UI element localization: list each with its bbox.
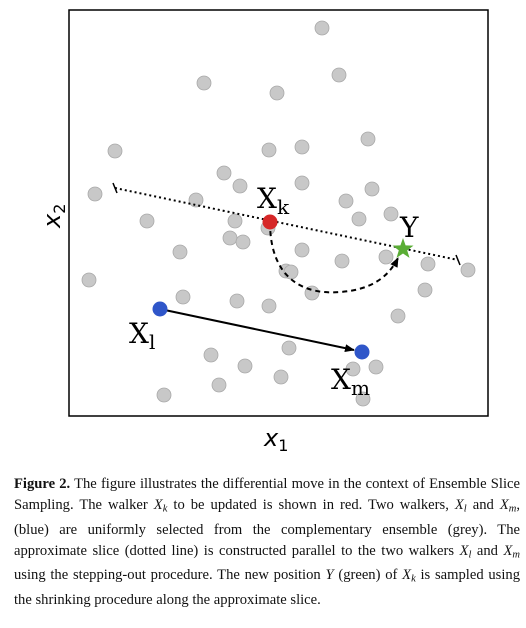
caption-text: and	[471, 542, 504, 559]
caption-label: Figure 2.	[14, 476, 71, 492]
caption-math-sub: l	[463, 503, 467, 515]
grey-walker	[203, 347, 219, 363]
grey-walker	[107, 143, 123, 159]
grey-walker	[261, 298, 277, 314]
caption-text: , (blue) are uniformly selected from the…	[14, 497, 520, 559]
plot-frame	[68, 9, 489, 417]
grey-walker	[216, 165, 232, 181]
caption-math-sub: k	[162, 503, 168, 515]
approximate-slice	[114, 187, 459, 261]
caption-text: is sampled using the shrinking procedure…	[14, 567, 520, 608]
grey-walker	[364, 181, 380, 197]
grey-walker	[334, 253, 350, 269]
grey-walker	[211, 377, 227, 393]
grey-walker	[378, 249, 394, 265]
grey-walker	[294, 242, 310, 258]
grey-walker	[390, 308, 406, 324]
grey-walker	[232, 178, 248, 194]
grey-walker	[273, 369, 289, 385]
grey-walker	[196, 75, 212, 91]
caption-text: using the stepping-out procedure. The ne…	[14, 567, 326, 584]
grey-walker	[188, 192, 204, 208]
grey-walker	[420, 256, 436, 272]
caption-text: (green) of	[333, 567, 403, 584]
caption-text: to be updated is shown in red. Two walke…	[167, 497, 455, 513]
grey-walker	[294, 175, 310, 191]
walker-xk	[262, 214, 278, 230]
label-y: Y	[399, 211, 419, 244]
grey-walker	[283, 264, 299, 280]
grey-walker	[269, 85, 285, 101]
grey-walker	[314, 20, 330, 36]
caption-math: X	[454, 497, 464, 513]
grey-walker	[229, 293, 245, 309]
grey-walker	[294, 139, 310, 155]
new-position-y-star	[392, 238, 414, 258]
grey-walker	[172, 244, 188, 260]
grey-walker	[345, 361, 361, 377]
complementary-ensemble	[81, 20, 476, 407]
caption-math: X	[503, 542, 513, 559]
grey-walker	[368, 359, 384, 375]
grey-walker	[156, 387, 172, 403]
slice-right-end-tick	[455, 254, 461, 266]
caption-text: and	[466, 497, 500, 513]
move-arrow-dashed	[269, 221, 399, 294]
x-axis-label: x1	[263, 424, 288, 455]
grey-walker	[139, 213, 155, 229]
caption-math: X	[459, 542, 469, 559]
grey-walker	[355, 391, 371, 407]
grey-walker	[383, 206, 399, 222]
caption-math: X	[153, 497, 163, 513]
figure-caption: Figure 2. The figure illustrates the dif…	[14, 474, 520, 611]
grey-walker	[460, 262, 476, 278]
grey-walker	[351, 211, 367, 227]
caption-math: X	[402, 567, 412, 584]
ensemble-slice-figure: Xk Y Xl Xm x1 x2	[38, 9, 489, 455]
caption-math-sub: k	[411, 573, 416, 585]
walker-xl	[152, 301, 168, 317]
label-xk: Xk	[257, 182, 290, 219]
grey-walker	[227, 213, 243, 229]
grey-walker	[222, 230, 238, 246]
grey-walker	[261, 142, 277, 158]
grey-walker	[87, 186, 103, 202]
caption-math: X	[499, 497, 509, 513]
grey-walker	[360, 131, 376, 147]
label-xm: Xm	[331, 363, 370, 400]
caption-math-sub: m	[508, 503, 517, 515]
walker-xm	[354, 344, 370, 360]
caption-math-sub: m	[512, 549, 521, 561]
grey-walker	[281, 340, 297, 356]
grey-walker	[81, 272, 97, 288]
caption-math-sub: l	[468, 549, 472, 561]
slice-left-end-tick	[112, 182, 118, 194]
grey-walker	[417, 282, 433, 298]
caption-text: The figure illustrates the differential …	[14, 476, 520, 513]
y-axis-label: x2	[38, 204, 69, 229]
grey-walker	[338, 193, 354, 209]
label-xl: Xl	[129, 317, 155, 354]
grey-walker	[235, 234, 251, 250]
grey-walker	[175, 289, 191, 305]
caption-math: Y	[325, 567, 334, 584]
grey-walker	[331, 67, 347, 83]
grey-walker	[237, 358, 253, 374]
differential-vector-arrow	[159, 308, 355, 353]
